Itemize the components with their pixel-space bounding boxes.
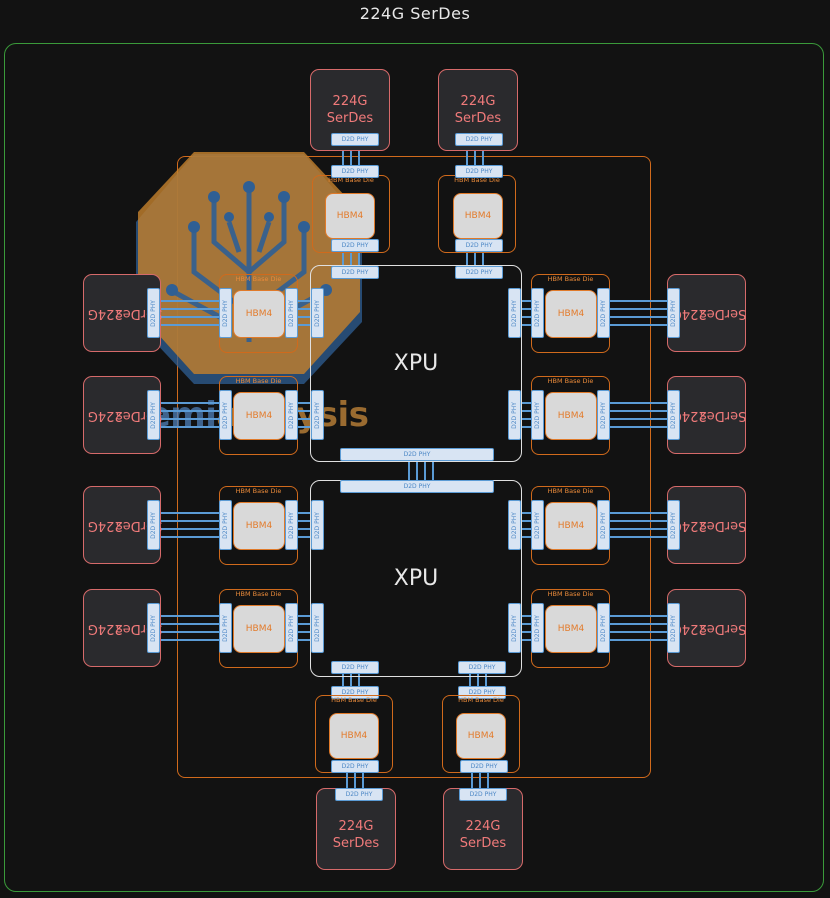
- xpu-d2d-phy: D2D PHY: [331, 661, 379, 674]
- hbm4-stack: HBM4: [325, 193, 375, 239]
- xpu-d2d-phy: D2D PHY: [508, 500, 521, 550]
- xpu-d2d-phy: D2D PHY: [508, 390, 521, 440]
- xpu-bottom-d2d-phy: D2D PHY: [340, 480, 494, 493]
- base-die-d2d-phy: D2D PHY: [531, 288, 544, 338]
- xpu-d2d-phy: D2D PHY: [455, 266, 503, 279]
- diagram-title: 224G SerDes: [359, 4, 471, 23]
- serdes-d2d-phy: D2D PHY: [147, 288, 160, 338]
- xpu-d2d-phy: D2D PHY: [311, 288, 324, 338]
- xpu-bottom: XPU: [310, 480, 522, 677]
- base-die-d2d-phy: D2D PHY: [285, 288, 298, 338]
- base-die-d2d-phy: D2D PHY: [531, 603, 544, 653]
- serdes-d2d-phy: D2D PHY: [147, 603, 160, 653]
- hbm4-stack: HBM4: [233, 392, 285, 440]
- hbm4-stack: HBM4: [545, 290, 597, 338]
- hbm4-stack: HBM4: [453, 193, 503, 239]
- serdes-d2d-phy: D2D PHY: [331, 133, 379, 146]
- base-die-d2d-phy: D2D PHY: [460, 760, 508, 773]
- base-die-d2d-phy: D2D PHY: [531, 500, 544, 550]
- serdes-d2d-phy: D2D PHY: [667, 288, 680, 338]
- serdes-d2d-phy: D2D PHY: [147, 390, 160, 440]
- base-die-d2d-phy: D2D PHY: [531, 390, 544, 440]
- serdes-d2d-phy: D2D PHY: [667, 500, 680, 550]
- xpu-d2d-phy: D2D PHY: [311, 390, 324, 440]
- xpu-d2d-phy: D2D PHY: [458, 661, 506, 674]
- hbm4-stack: HBM4: [545, 605, 597, 653]
- xpu-d2d-phy: D2D PHY: [331, 266, 379, 279]
- hbm4-stack: HBM4: [233, 502, 285, 550]
- base-die-d2d-phy: D2D PHY: [455, 165, 503, 178]
- serdes-d2d-phy: D2D PHY: [455, 133, 503, 146]
- base-die-d2d-phy: D2D PHY: [331, 239, 379, 252]
- base-die-d2d-phy: D2D PHY: [285, 500, 298, 550]
- serdes-d2d-phy: D2D PHY: [335, 788, 383, 801]
- base-die-d2d-phy: D2D PHY: [455, 239, 503, 252]
- hbm4-stack: HBM4: [545, 502, 597, 550]
- base-die-d2d-phy: D2D PHY: [285, 603, 298, 653]
- hbm4-stack: HBM4: [456, 713, 506, 759]
- base-die-d2d-phy: D2D PHY: [285, 390, 298, 440]
- xpu-d2d-phy: D2D PHY: [508, 288, 521, 338]
- serdes-d2d-phy: D2D PHY: [667, 603, 680, 653]
- xpu-top: XPU: [310, 265, 522, 462]
- xpu-d2d-phy: D2D PHY: [508, 603, 521, 653]
- hbm4-stack: HBM4: [329, 713, 379, 759]
- serdes-d2d-phy: D2D PHY: [459, 788, 507, 801]
- hbm4-stack: HBM4: [233, 290, 285, 338]
- serdes-d2d-phy: D2D PHY: [667, 390, 680, 440]
- xpu-d2d-phy: D2D PHY: [311, 603, 324, 653]
- base-die-d2d-phy: D2D PHY: [219, 500, 232, 550]
- base-die-d2d-phy: D2D PHY: [597, 288, 610, 338]
- hbm4-stack: HBM4: [233, 605, 285, 653]
- base-die-d2d-phy: D2D PHY: [597, 603, 610, 653]
- xpu-top-d2d-phy: D2D PHY: [340, 448, 494, 461]
- hbm4-stack: HBM4: [545, 392, 597, 440]
- base-die-d2d-phy: D2D PHY: [597, 500, 610, 550]
- base-die-d2d-phy: D2D PHY: [219, 288, 232, 338]
- base-die-d2d-phy: D2D PHY: [597, 390, 610, 440]
- base-die-d2d-phy: D2D PHY: [219, 390, 232, 440]
- package-substrate: [177, 156, 651, 778]
- base-die-d2d-phy: D2D PHY: [219, 603, 232, 653]
- serdes-d2d-phy: D2D PHY: [147, 500, 160, 550]
- outer-board: [4, 43, 824, 892]
- xpu-d2d-phy: D2D PHY: [311, 500, 324, 550]
- base-die-d2d-phy: D2D PHY: [331, 165, 379, 178]
- base-die-d2d-phy: D2D PHY: [331, 760, 379, 773]
